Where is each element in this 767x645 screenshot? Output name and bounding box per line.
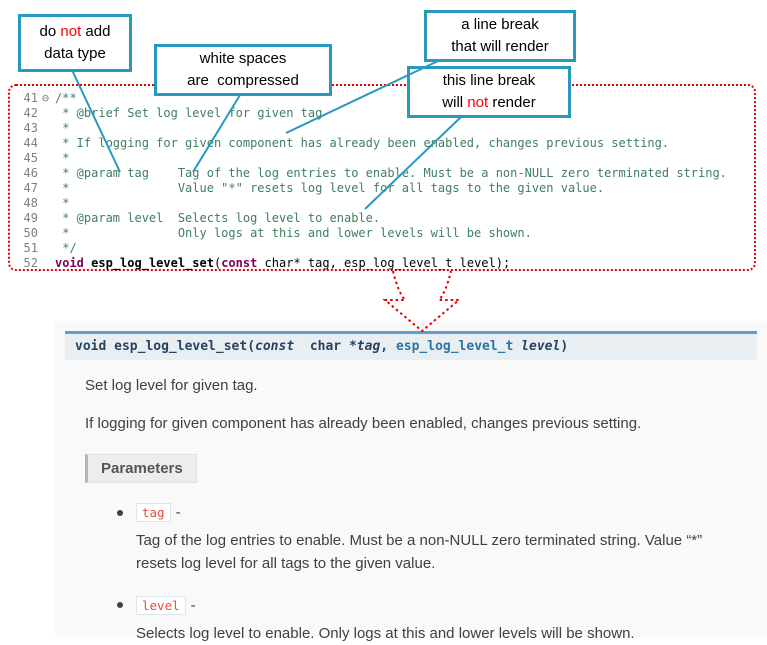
fold-toggle-icon bbox=[38, 166, 53, 181]
code-text: * Value "*" resets log level for all tag… bbox=[55, 181, 605, 195]
code-text: */ bbox=[55, 241, 77, 255]
line-number: 41 bbox=[23, 91, 38, 105]
line-number: 50 bbox=[23, 226, 38, 240]
bullet-icon bbox=[117, 602, 123, 608]
line-number: 49 bbox=[23, 211, 38, 225]
code-editor-snippet: 41⊖/**42 * @brief Set log level for give… bbox=[8, 84, 756, 271]
code-text: * Only logs at this and lower levels wil… bbox=[55, 226, 532, 240]
line-number: 46 bbox=[23, 166, 38, 180]
parameter-item: tag- Tag of the log entries to enable. Mu… bbox=[117, 503, 743, 576]
parameters-list: tag-Tag of the log entries to enable. Mu… bbox=[85, 503, 743, 645]
code-line: 51 */ bbox=[12, 241, 752, 256]
parameter-dash: - bbox=[175, 504, 181, 521]
fold-toggle-icon bbox=[38, 136, 53, 151]
fold-toggle-icon bbox=[38, 181, 53, 196]
code-line: 43 * bbox=[12, 121, 752, 136]
doc-body: Set log level for given tag. If logging … bbox=[55, 375, 767, 645]
code-text: * @param level Selects log level to enab… bbox=[55, 211, 381, 225]
parameter-name: level bbox=[136, 595, 186, 615]
line-number: 48 bbox=[23, 196, 38, 210]
line-number: 44 bbox=[23, 136, 38, 150]
code-text: * @brief Set log level for given tag bbox=[55, 106, 323, 120]
code-text: * bbox=[55, 196, 70, 210]
fold-toggle-icon bbox=[38, 196, 53, 211]
fold-toggle-icon bbox=[38, 151, 53, 166]
bullet-icon bbox=[117, 509, 123, 516]
fold-toggle-icon bbox=[38, 226, 53, 241]
fold-toggle-icon bbox=[38, 211, 53, 226]
code-lines: 41⊖/**42 * @brief Set log level for give… bbox=[12, 91, 752, 271]
parameters-label: Parameters bbox=[85, 454, 197, 483]
line-number: 45 bbox=[23, 151, 38, 165]
doc-detail-paragraph: If logging for given component has alrea… bbox=[85, 414, 642, 432]
code-line: 42 * @brief Set log level for given tag bbox=[12, 106, 752, 121]
parameter-description: Tag of the log entries to enable. Must b… bbox=[136, 532, 703, 573]
code-line: 47 * Value "*" resets log level for all … bbox=[12, 181, 752, 196]
line-number: 51 bbox=[23, 241, 38, 255]
code-line: 45 * bbox=[12, 151, 752, 166]
code-text: * If logging for given component has alr… bbox=[55, 136, 670, 150]
parameter-description: Selects log level to enable. Only logs a… bbox=[136, 624, 635, 642]
code-text: * bbox=[55, 151, 70, 165]
fold-toggle-icon bbox=[38, 121, 53, 136]
code-line: 41⊖ /** bbox=[12, 91, 752, 106]
line-number: 52 bbox=[23, 256, 38, 270]
code-text: * @param tag Tag of the log entries to e… bbox=[55, 166, 727, 180]
code-line: 48 * bbox=[12, 196, 752, 211]
code-line: 50 * Only logs at this and lower levels … bbox=[12, 226, 752, 241]
code-line: 52 void esp_log_level_set(const char* tag… bbox=[12, 256, 752, 271]
parameter-dash: - bbox=[190, 596, 196, 614]
parameter-head: level- bbox=[117, 595, 743, 615]
fold-toggle-icon bbox=[38, 241, 53, 256]
line-number: 47 bbox=[23, 181, 38, 195]
code-text: * bbox=[55, 121, 70, 135]
code-line: 46 * @param tag Tag of the log entries t… bbox=[12, 166, 752, 181]
fold-toggle-icon bbox=[38, 256, 53, 271]
fold-toggle-icon[interactable]: ⊖ bbox=[41, 91, 50, 105]
line-number: 43 bbox=[23, 121, 38, 135]
function-signature: void esp_log_level_set(const char *tag, … bbox=[65, 331, 757, 360]
code-text: /** bbox=[55, 91, 77, 105]
code-line: 49 * @param level Selects log level to e… bbox=[12, 211, 752, 226]
code-line: 44 * If logging for given component has … bbox=[12, 136, 752, 151]
line-number: 42 bbox=[23, 106, 38, 120]
code-text: void esp_log_level_set(const char* tag, … bbox=[55, 256, 511, 270]
fold-toggle-icon bbox=[38, 106, 53, 121]
parameter-item: level- Selects log level to enable. Only … bbox=[117, 595, 743, 645]
parameter-head: tag- bbox=[117, 503, 743, 522]
doc-brief-paragraph: Set log level for given tag. bbox=[85, 377, 258, 394]
rendered-doc-panel: void esp_log_level_set(const char *tag, … bbox=[55, 321, 767, 642]
parameter-name: tag bbox=[136, 503, 171, 522]
